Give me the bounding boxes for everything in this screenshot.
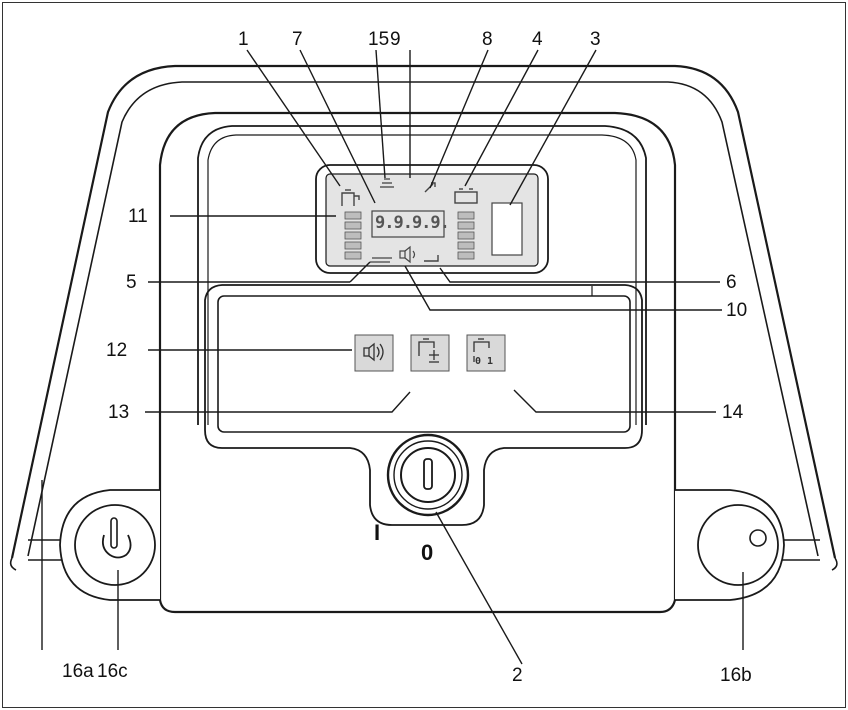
water-on-off-button[interactable]: [466, 334, 506, 372]
key-switch-recess: [204, 429, 643, 526]
right-level-bar-indicator: [457, 211, 475, 260]
callout-16b: 16b: [720, 665, 752, 686]
left-level-bar-indicator: [344, 211, 362, 260]
callout-10: 10: [726, 300, 748, 321]
callout-4: 4: [532, 29, 543, 50]
outer-frame-inner-outline: [27, 81, 819, 557]
leader-lines: [41, 49, 744, 665]
key-switch[interactable]: [386, 433, 470, 517]
key-slot: [423, 458, 433, 490]
digital-readout-box: [371, 210, 445, 238]
status-field-indicator: [491, 202, 523, 256]
callout-9: 9: [390, 29, 401, 50]
heat-symbol-icon: [380, 178, 394, 188]
callout-1: 1: [238, 29, 249, 50]
callout-15: 15: [368, 29, 390, 50]
battery-icon: [454, 188, 478, 204]
panel-inner-contour: [197, 125, 647, 425]
callout-13: 13: [108, 402, 130, 423]
callout-2: 2: [512, 665, 523, 686]
squeegee-symbol-icon: [424, 255, 439, 262]
tank-icon: [341, 189, 360, 206]
right-side-cap: [675, 489, 785, 601]
display-horn-icon: [399, 245, 416, 264]
horn-button[interactable]: [354, 334, 394, 372]
switch-off-mark: 0: [421, 540, 434, 565]
lcd-digit-readout: 9.9.9.9.: [375, 213, 450, 233]
callout-5: 5: [126, 272, 137, 293]
callout-3: 3: [590, 29, 601, 50]
callout-16c: 16c: [97, 661, 128, 682]
callout-7: 7: [292, 29, 303, 50]
switch-on-mark: I: [374, 520, 381, 545]
callout-12: 12: [106, 340, 128, 361]
callout-8: 8: [482, 29, 493, 50]
button-tray-outline: [204, 284, 643, 430]
callout-16a: 16a: [62, 661, 94, 682]
water-button-label: 0 1: [475, 356, 494, 367]
left-side-knob[interactable]: [59, 489, 160, 601]
brush-symbol-icon: [370, 257, 392, 263]
callout-14: 14: [722, 402, 744, 423]
callout-6: 6: [726, 272, 737, 293]
detergent-dosage-button[interactable]: [410, 334, 450, 372]
callout-11: 11: [128, 206, 148, 227]
outer-frame-outline: [10, 64, 837, 559]
